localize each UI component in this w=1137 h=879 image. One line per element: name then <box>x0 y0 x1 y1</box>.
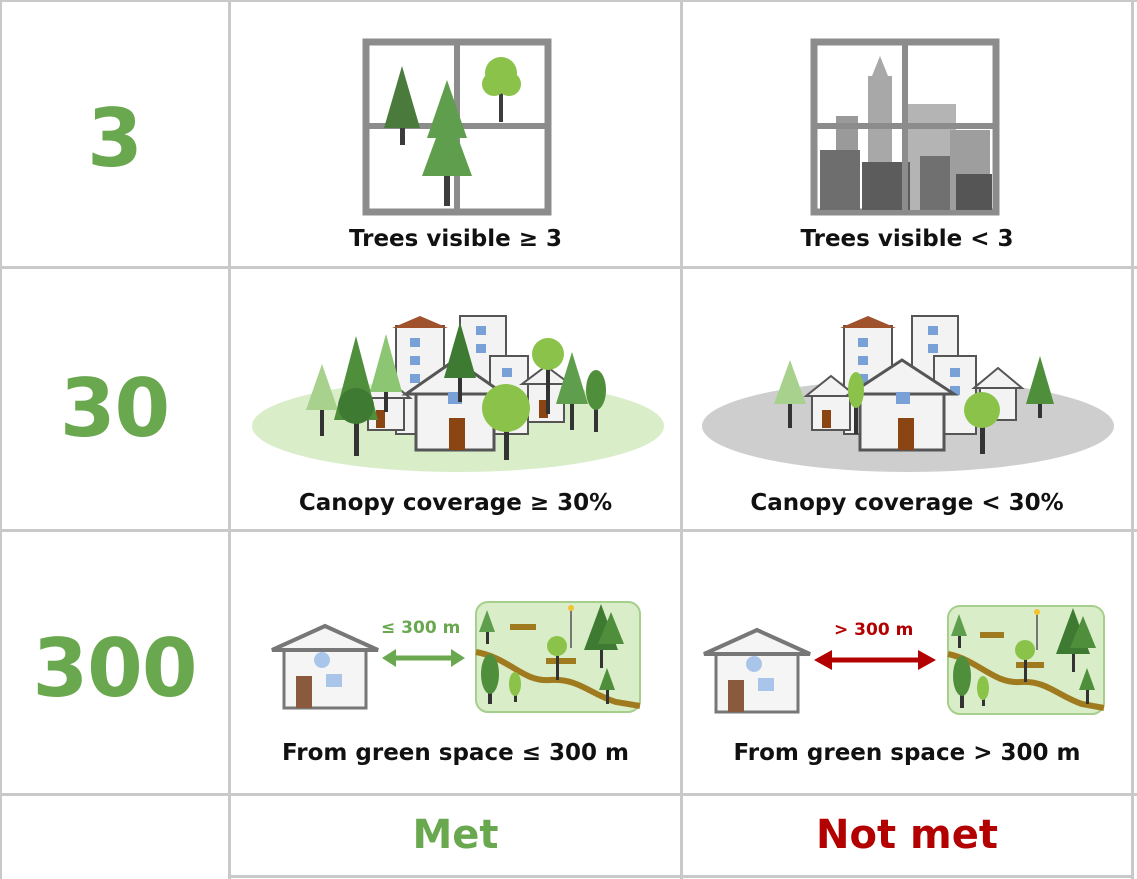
green-neighborhood-illustration <box>252 315 664 472</box>
row-3-notmet-caption: From green space > 300 m <box>733 740 1081 766</box>
grid-line-h1 <box>0 266 1137 269</box>
row-1-notmet-caption: Trees visible < 3 <box>800 226 1014 252</box>
house-near-park-illustration <box>271 601 641 713</box>
met-distance-label: ≤ 300 m <box>381 618 461 638</box>
grid-line-v1 <box>228 0 231 879</box>
notmet-distance-label: > 300 m <box>834 620 914 640</box>
row-2-number: 30 <box>59 362 170 455</box>
window-with-buildings-illustration <box>810 38 1000 216</box>
window-with-trees-illustration <box>362 38 552 216</box>
row-1-number: 3 <box>87 92 143 185</box>
grid-line-h3 <box>0 793 1137 796</box>
grid-line-h4 <box>228 875 1134 878</box>
row-2-met-caption: Canopy coverage ≥ 30% <box>298 490 613 516</box>
met-label: Met <box>412 812 499 858</box>
row-1-met-caption: Trees visible ≥ 3 <box>348 226 563 252</box>
grid-line-h0 <box>0 0 1137 2</box>
row-2-notmet-caption: Canopy coverage < 30% <box>750 490 1064 516</box>
grid-line-h2 <box>0 529 1137 532</box>
grid-line-v0 <box>0 0 2 879</box>
notmet-label: Not met <box>816 812 998 858</box>
grid-line-v3 <box>1131 0 1134 879</box>
grey-neighborhood-illustration <box>702 315 1114 472</box>
grid-line-v2 <box>680 0 683 879</box>
row-3-number: 300 <box>32 622 198 715</box>
house-far-from-park-illustration <box>703 605 1105 715</box>
row-3-met-caption: From green space ≤ 300 m <box>282 740 629 766</box>
